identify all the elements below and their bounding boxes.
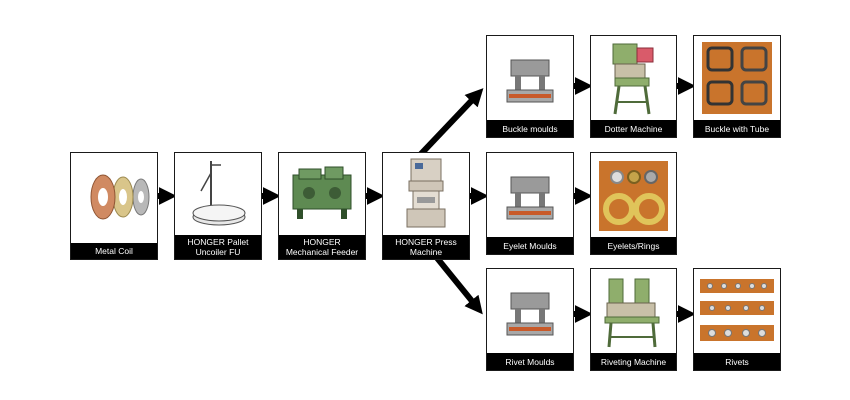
mould-image [506, 292, 554, 336]
node-label: Rivet Moulds [487, 353, 573, 370]
node-label: HONGER Press Machine [383, 235, 469, 259]
node-press: HONGER Press Machine [382, 152, 470, 260]
node-eyelet-moulds: Eyelet Moulds [486, 152, 574, 255]
node-label: HONGER Pallet Uncoiler FU [175, 235, 261, 259]
mould-image [506, 176, 554, 220]
node-label-line2: Uncoiler FU [195, 247, 241, 257]
node-label-line2: Machine [409, 247, 443, 257]
node-label: Eyelet Moulds [487, 237, 573, 254]
dotter-machine-image [612, 43, 654, 115]
node-label: HONGER Mechanical Feeder [279, 235, 365, 259]
node-label: Riveting Machine [591, 353, 676, 370]
riveting-machine-image [604, 278, 660, 348]
mould-image [506, 59, 554, 103]
node-buckle-moulds: Buckle moulds [486, 35, 574, 138]
node-uncoiler: HONGER Pallet Uncoiler FU [174, 152, 262, 260]
node-label-line2: Mechanical Feeder [285, 247, 359, 257]
node-label-line1: HONGER [303, 237, 341, 247]
rivets-image [700, 279, 774, 341]
node-label-line1: HONGER Pallet [187, 237, 249, 247]
node-metal-coil: Metal Coil [70, 152, 158, 260]
press-machine-image [406, 158, 446, 228]
node-label: Dotter Machine [591, 120, 676, 137]
uncoiler-image [192, 161, 246, 226]
node-eyelets: Eyelets/Rings [590, 152, 677, 255]
feeder-image [292, 166, 352, 219]
node-rivets: Rivets [693, 268, 781, 371]
node-feeder: HONGER Mechanical Feeder [278, 152, 366, 260]
node-label: Metal Coil [71, 243, 157, 259]
node-rivet-moulds: Rivet Moulds [486, 268, 574, 371]
node-buckle-tube: Buckle with Tube [693, 35, 781, 138]
arrow-press-to-buckle-moulds [417, 88, 484, 158]
node-label: Rivets [694, 353, 780, 370]
eyelets-image [599, 161, 668, 231]
node-riveting: Riveting Machine [590, 268, 677, 371]
node-dotter: Dotter Machine [590, 35, 677, 138]
node-label: Buckle moulds [487, 120, 573, 137]
buckle-image [702, 42, 772, 114]
metal-coil-image [90, 174, 150, 220]
node-label: Eyelets/Rings [591, 237, 676, 254]
node-label-line1: HONGER Press [395, 237, 457, 247]
node-label: Buckle with Tube [694, 120, 780, 137]
